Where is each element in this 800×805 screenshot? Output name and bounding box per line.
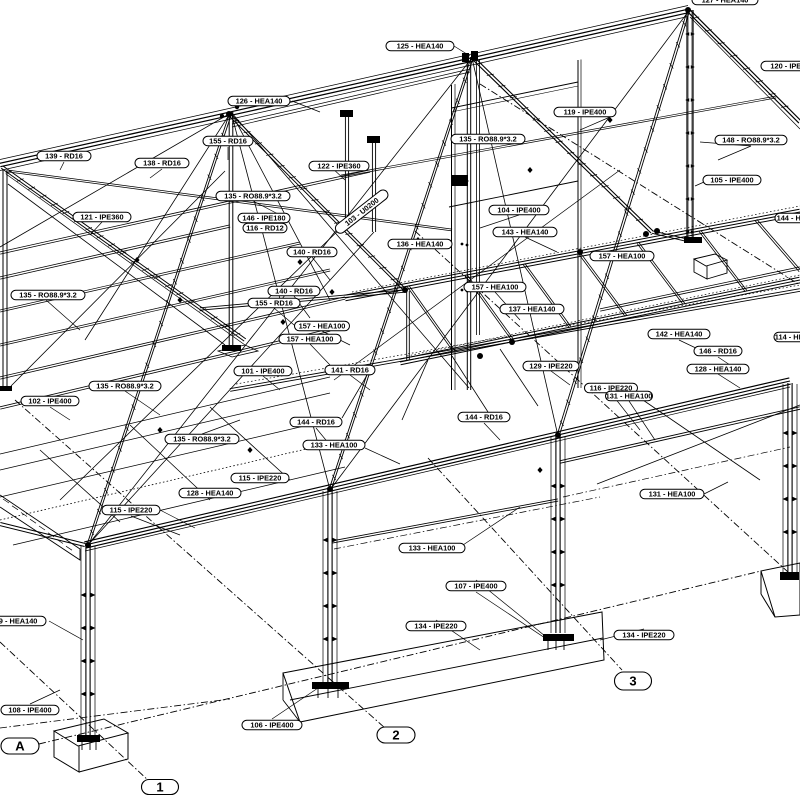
- svg-text:115 - IPE220: 115 - IPE220: [239, 474, 282, 483]
- svg-text:155 - RD16: 155 - RD16: [255, 299, 293, 308]
- svg-text:157 - HEA100: 157 - HEA100: [599, 252, 646, 261]
- svg-text:3: 3: [629, 674, 636, 689]
- svg-text:136 - HEA140: 136 - HEA140: [397, 240, 444, 249]
- svg-text:135 - RO88.9*3.2: 135 - RO88.9*3.2: [19, 291, 77, 300]
- svg-text:105 - IPE400: 105 - IPE400: [710, 176, 753, 185]
- svg-text:A: A: [15, 739, 25, 754]
- svg-text:131 - HEA100: 131 - HEA100: [649, 490, 696, 499]
- svg-text:135 - RO88.9*3.2: 135 - RO88.9*3.2: [96, 382, 154, 391]
- svg-text:108 - IPE400: 108 - IPE400: [8, 706, 51, 715]
- svg-text:143 - HEA140: 143 - HEA140: [502, 228, 549, 237]
- svg-text:114 - HEA140: 114 - HEA140: [775, 333, 800, 342]
- svg-text:2: 2: [392, 728, 399, 743]
- svg-text:133 - HEA100: 133 - HEA100: [409, 544, 456, 553]
- svg-text:109 - HEA140: 109 - HEA140: [0, 617, 37, 626]
- svg-text:144 - RD16: 144 - RD16: [465, 413, 503, 422]
- svg-text:122 - IPE360: 122 - IPE360: [317, 162, 360, 171]
- svg-text:129 - IPE220: 129 - IPE220: [529, 362, 572, 371]
- svg-text:127 - HEA140: 127 - HEA140: [702, 0, 749, 5]
- svg-text:128 - HEA140: 128 - HEA140: [695, 365, 742, 374]
- svg-text:121 - IPE360: 121 - IPE360: [80, 213, 123, 222]
- svg-text:146 - RD16: 146 - RD16: [699, 347, 737, 356]
- svg-text:157 - HEA100: 157 - HEA100: [287, 335, 334, 344]
- svg-text:144 - HEA140: 144 - HEA140: [777, 214, 800, 223]
- svg-text:135 - RO88.9*3.2: 135 - RO88.9*3.2: [224, 192, 282, 201]
- svg-text:157 - HEA100: 157 - HEA100: [472, 283, 519, 292]
- svg-text:142 - HEA140: 142 - HEA140: [656, 330, 703, 339]
- svg-text:140 - RD16: 140 - RD16: [275, 287, 313, 296]
- svg-text:1: 1: [156, 780, 163, 795]
- svg-text:116 - RD12: 116 - RD12: [246, 224, 283, 233]
- svg-text:120 - IPE400: 120 - IPE400: [770, 62, 800, 71]
- svg-text:137 - HEA140: 137 - HEA140: [509, 305, 556, 314]
- svg-text:144 - RD16: 144 - RD16: [297, 418, 335, 427]
- svg-text:139 - RD16: 139 - RD16: [45, 152, 83, 161]
- svg-text:134 - IPE220: 134 - IPE220: [622, 631, 665, 640]
- svg-text:128 - HEA140: 128 - HEA140: [187, 489, 234, 498]
- svg-text:155 - RD16: 155 - RD16: [209, 137, 247, 146]
- svg-text:140 - RD16: 140 - RD16: [293, 248, 331, 257]
- svg-text:119 - IPE400: 119 - IPE400: [564, 108, 607, 117]
- svg-text:106 - IPE400: 106 - IPE400: [250, 721, 293, 730]
- svg-text:135 - RO88.9*3.2: 135 - RO88.9*3.2: [459, 135, 517, 144]
- svg-text:101 - IPE400: 101 - IPE400: [241, 367, 284, 376]
- svg-text:134 - IPE220: 134 - IPE220: [414, 622, 457, 631]
- svg-text:131 - HEA100: 131 - HEA100: [606, 392, 653, 401]
- svg-text:135 - RO88.9*3.2: 135 - RO88.9*3.2: [173, 435, 231, 444]
- svg-text:138 - RD16: 138 - RD16: [143, 159, 181, 168]
- svg-text:104 - IPE400: 104 - IPE400: [497, 206, 540, 215]
- svg-text:148 - RO88.9*3.2: 148 - RO88.9*3.2: [722, 136, 780, 145]
- svg-text:125 - HEA140: 125 - HEA140: [397, 42, 444, 51]
- svg-text:146 - IPE180: 146 - IPE180: [242, 214, 285, 223]
- svg-text:133 - HEA100: 133 - HEA100: [311, 441, 358, 450]
- svg-text:157 - HEA100: 157 - HEA100: [299, 322, 346, 331]
- svg-text:126 - HEA140: 126 - HEA140: [236, 97, 283, 106]
- svg-text:107 - IPE400: 107 - IPE400: [454, 582, 497, 591]
- svg-text:141 - RD16: 141 - RD16: [331, 366, 369, 375]
- svg-text:102 - IPE400: 102 - IPE400: [28, 397, 71, 406]
- svg-text:115 - IPE220: 115 - IPE220: [110, 506, 153, 515]
